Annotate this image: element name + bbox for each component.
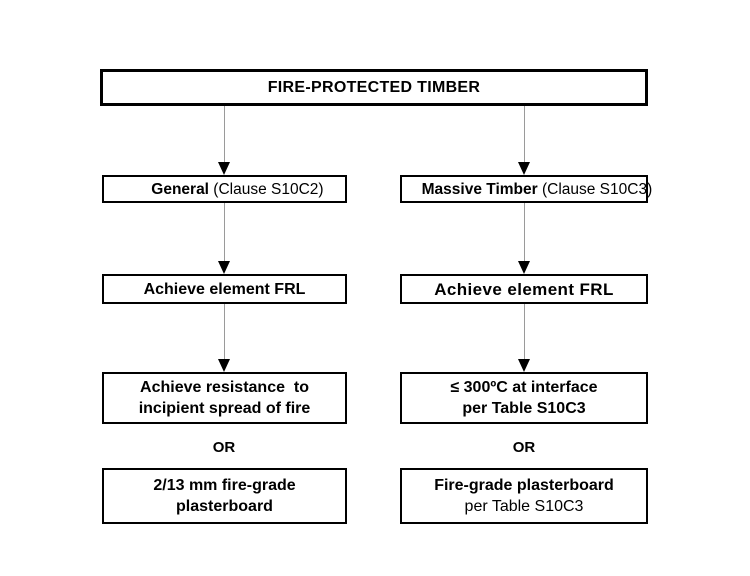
- arrowhead-down-icon: [218, 261, 230, 274]
- root-node: FIRE-PROTECTED TIMBER: [100, 69, 648, 106]
- connector-frl-to-incipient: [218, 304, 230, 372]
- arrowhead-down-icon: [518, 359, 530, 372]
- node-general-label-bold: General: [151, 180, 209, 198]
- arrowhead-down-icon: [218, 162, 230, 175]
- node-frl-general: Achieve element FRL: [102, 274, 347, 304]
- arrowhead-down-icon: [518, 162, 530, 175]
- node-plasterboard-massive-line1: Fire-grade plasterboard: [434, 477, 614, 494]
- node-massive-timber-label-regular: (Clause S10C3): [537, 180, 653, 198]
- node-plasterboard-massive-line2: per Table S10C3: [464, 498, 584, 515]
- node-general-label-regular: (Clause S10C2): [209, 180, 324, 198]
- node-interface-temp: ≤ 300ºC at interface per Table S10C3: [400, 372, 648, 424]
- node-general-label: General (Clause S10C2): [125, 158, 323, 221]
- node-incipient-spread-line1: Achieve resistance to: [140, 379, 309, 396]
- node-frl-massive: Achieve element FRL: [400, 274, 648, 304]
- connector-root-to-general: [218, 106, 230, 175]
- arrowhead-down-icon: [518, 261, 530, 274]
- node-frl-general-label: Achieve element FRL: [143, 280, 306, 298]
- connector-massive-to-frl: [518, 203, 530, 274]
- node-frl-massive-label: Achieve element FRL: [434, 279, 614, 299]
- node-massive-timber: Massive Timber (Clause S10C3): [400, 175, 652, 203]
- arrow-shaft: [523, 304, 525, 360]
- arrowhead-down-icon: [218, 359, 230, 372]
- or-label-general: OR: [212, 439, 236, 456]
- node-massive-timber-label-bold: Massive Timber: [421, 180, 538, 198]
- or-label-massive: OR: [512, 439, 536, 456]
- arrow-shaft: [223, 203, 225, 262]
- arrow-shaft: [223, 106, 225, 163]
- node-plasterboard-general: 2/13 mm fire-grade plasterboard: [102, 468, 347, 524]
- arrow-shaft: [523, 203, 525, 262]
- node-plasterboard-general-line2: plasterboard: [176, 498, 273, 515]
- node-massive-timber-label: Massive Timber (Clause S10C3): [396, 158, 653, 221]
- root-node-title: FIRE-PROTECTED TIMBER: [267, 79, 481, 96]
- node-interface-temp-line1: ≤ 300ºC at interface: [450, 379, 598, 396]
- node-plasterboard-massive: Fire-grade plasterboard per Table S10C3: [400, 468, 648, 524]
- arrow-shaft: [523, 106, 525, 163]
- node-incipient-spread: Achieve resistance to incipient spread o…: [102, 372, 347, 424]
- arrow-shaft: [223, 304, 225, 360]
- node-general: General (Clause S10C2): [102, 175, 347, 203]
- node-interface-temp-line2: per Table S10C3: [462, 400, 586, 417]
- node-incipient-spread-line2: incipient spread of fire: [138, 400, 311, 417]
- connector-root-to-massive-timber: [518, 106, 530, 175]
- connector-general-to-frl: [218, 203, 230, 274]
- connector-frl-to-interface: [518, 304, 530, 372]
- node-plasterboard-general-line1: 2/13 mm fire-grade: [153, 477, 296, 494]
